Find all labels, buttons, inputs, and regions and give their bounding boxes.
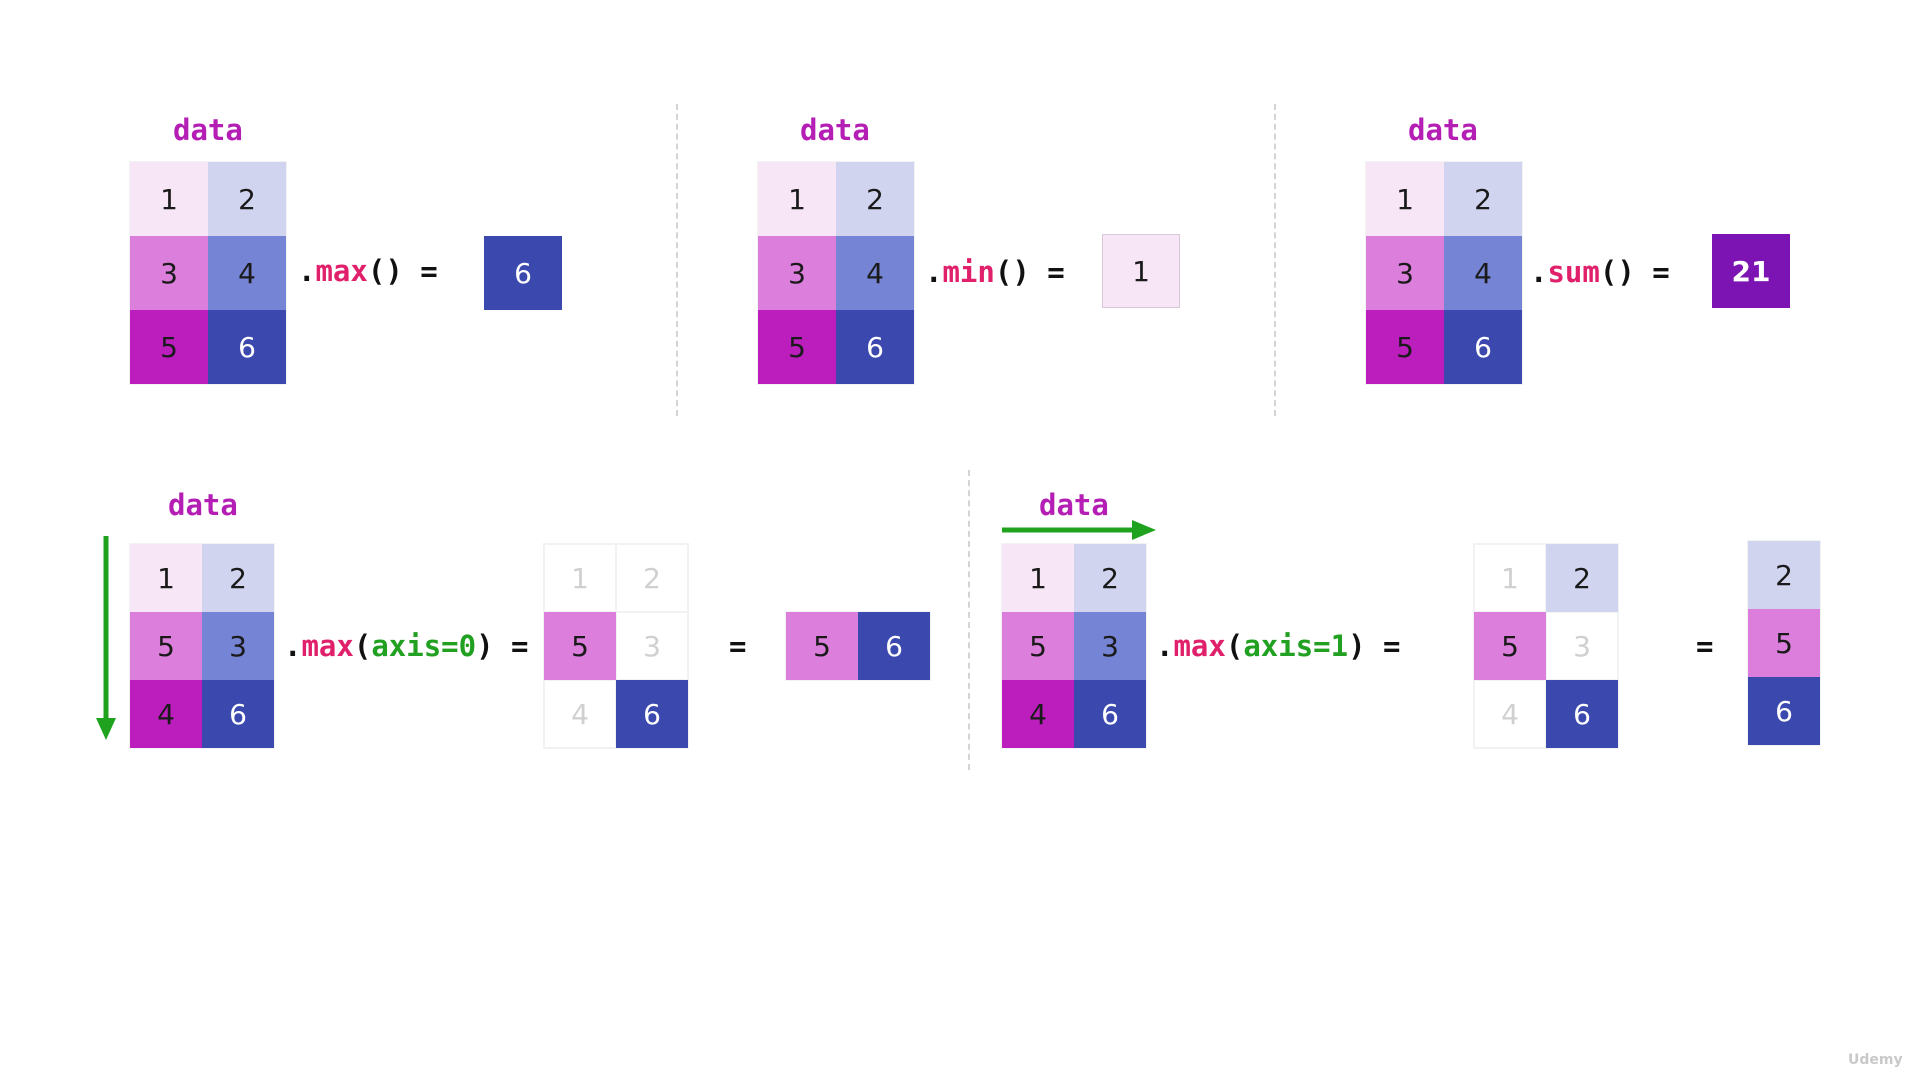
matrix-cell: 6 — [202, 680, 274, 748]
divider-top-2 — [1274, 104, 1276, 416]
selected-cell: 6 — [616, 680, 688, 748]
matrix-cell: 2 — [1444, 162, 1522, 236]
result-cell: 6 — [858, 612, 930, 680]
matrix-cell: 2 — [1074, 544, 1146, 612]
data-label: data — [168, 488, 238, 522]
data-matrix: 1 2 3 4 5 6 — [130, 162, 286, 384]
matrix-cell: 3 — [1366, 236, 1444, 310]
matrix-cell: 4 — [836, 236, 914, 310]
matrix-cell: 1 — [130, 162, 208, 236]
op-prefix: . — [1156, 629, 1174, 663]
equals-sign: = — [1696, 629, 1714, 663]
down-arrow-icon — [96, 536, 116, 740]
data-label: data — [1408, 113, 1478, 147]
matrix-cell: 4 — [1444, 236, 1522, 310]
matrix-cell: 4 — [208, 236, 286, 310]
divider-bottom — [968, 470, 970, 770]
matrix-cell: 5 — [1366, 310, 1444, 384]
method-name: max — [1173, 629, 1226, 663]
operation-code: .sum() = — [1530, 258, 1670, 287]
selected-cell: 6 — [1546, 680, 1618, 748]
ghost-cell: 1 — [544, 544, 616, 612]
data-matrix: 1 2 3 4 5 6 — [758, 162, 914, 384]
data-matrix: 1 2 5 3 4 6 — [1002, 544, 1146, 748]
matrix-cell: 6 — [836, 310, 914, 384]
matrix-cell: 6 — [1444, 310, 1522, 384]
matrix-cell: 3 — [1074, 612, 1146, 680]
result-cell: 6 — [484, 236, 562, 310]
equals-sign: = — [729, 629, 747, 663]
matrix-cell: 6 — [208, 310, 286, 384]
matrix-cell: 2 — [202, 544, 274, 612]
op-prefix: . — [298, 254, 316, 288]
matrix-cell: 1 — [758, 162, 836, 236]
ghost-cell: 4 — [1474, 680, 1546, 748]
matrix-cell: 5 — [758, 310, 836, 384]
result-cell: 21 — [1712, 234, 1790, 308]
method-name: max — [301, 629, 354, 663]
ghost-cell: 3 — [616, 612, 688, 680]
operation-code: .max(axis=0) = — [284, 632, 528, 661]
ghost-cell: 3 — [1546, 612, 1618, 680]
op-prefix: . — [1530, 255, 1548, 289]
data-matrix: 1 2 5 3 4 6 — [130, 544, 274, 748]
matrix-cell: 2 — [208, 162, 286, 236]
result-cell: 2 — [1748, 541, 1820, 609]
matrix-cell: 1 — [1366, 162, 1444, 236]
method-name: sum — [1547, 255, 1600, 289]
operation-code: .max() = — [298, 257, 438, 286]
selected-cell: 2 — [1546, 544, 1618, 612]
method-name: max — [315, 254, 368, 288]
op-prefix: . — [925, 255, 943, 289]
ghost-cell: 4 — [544, 680, 616, 748]
matrix-cell: 3 — [758, 236, 836, 310]
selection-matrix: 1 2 5 3 4 6 — [1474, 544, 1618, 748]
matrix-cell: 4 — [130, 680, 202, 748]
operation-code: .max(axis=1) = — [1156, 632, 1400, 661]
result-cell: 6 — [1748, 677, 1820, 745]
ghost-cell: 2 — [616, 544, 688, 612]
matrix-cell: 3 — [202, 612, 274, 680]
matrix-cell: 2 — [836, 162, 914, 236]
result-cell: 5 — [786, 612, 858, 680]
result-column: 2 5 6 — [1748, 541, 1820, 745]
matrix-cell: 1 — [130, 544, 202, 612]
selected-cell: 5 — [1474, 612, 1546, 680]
operation-code: .min() = — [925, 258, 1065, 287]
op-paren-open: ( — [353, 629, 372, 663]
op-suffix: () = — [367, 254, 438, 288]
op-suffix: () = — [1599, 255, 1670, 289]
selection-matrix: 1 2 5 3 4 6 — [544, 544, 688, 748]
matrix-cell: 4 — [1002, 680, 1074, 748]
udemy-watermark: Udemy — [1848, 1052, 1903, 1068]
axis-argument: axis=1 — [1243, 629, 1349, 663]
selected-cell: 5 — [544, 612, 616, 680]
matrix-cell: 1 — [1002, 544, 1074, 612]
op-prefix: . — [284, 629, 302, 663]
data-label: data — [1039, 488, 1109, 522]
matrix-cell: 5 — [130, 612, 202, 680]
method-name: min — [942, 255, 995, 289]
op-paren-close: ) = — [1348, 629, 1401, 663]
data-matrix: 1 2 3 4 5 6 — [1366, 162, 1522, 384]
result-cell: 5 — [1748, 609, 1820, 677]
op-suffix: () = — [994, 255, 1065, 289]
divider-top-1 — [676, 104, 678, 416]
matrix-cell: 3 — [130, 236, 208, 310]
op-paren-open: ( — [1225, 629, 1244, 663]
result-row: 5 6 — [786, 612, 930, 680]
matrix-cell: 5 — [130, 310, 208, 384]
axis-argument: axis=0 — [371, 629, 477, 663]
matrix-cell: 5 — [1002, 612, 1074, 680]
ghost-cell: 1 — [1474, 544, 1546, 612]
op-paren-close: ) = — [476, 629, 529, 663]
matrix-cell: 6 — [1074, 680, 1146, 748]
result-cell: 1 — [1102, 234, 1180, 308]
right-arrow-icon — [1002, 520, 1156, 540]
data-label: data — [800, 113, 870, 147]
data-label: data — [173, 113, 243, 147]
